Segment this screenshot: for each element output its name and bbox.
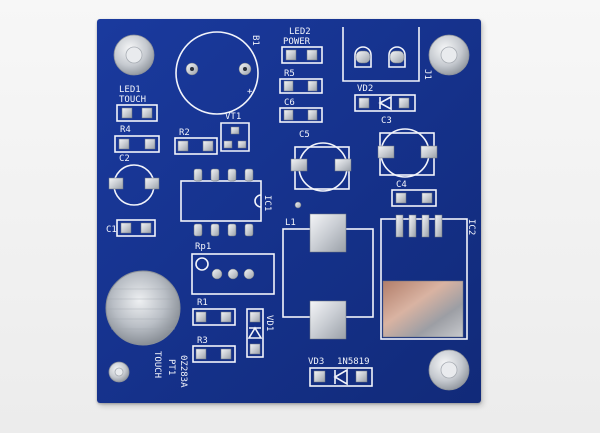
label-j1: J1 xyxy=(422,69,432,80)
mount-hole-bottom-right xyxy=(428,349,470,391)
r3: R3 xyxy=(192,336,236,363)
pcb-board: + B1 LED2 POWER R5 C6 J1 VD2 xyxy=(97,19,481,403)
label-r1: R1 xyxy=(197,298,208,308)
c5: C5 xyxy=(290,130,352,192)
label-vd3: VD3 xyxy=(308,357,324,367)
c4: C4 xyxy=(391,180,437,207)
r4: R4 xyxy=(114,125,160,153)
label-c3: C3 xyxy=(381,116,392,126)
c6: C6 xyxy=(279,98,323,123)
r2: R2 xyxy=(174,128,218,155)
rp1: Rp1 xyxy=(191,242,275,295)
plus-label: + xyxy=(247,87,253,97)
label-c4: C4 xyxy=(396,180,407,190)
r1: R1 xyxy=(192,298,236,326)
mount-hole-top-left xyxy=(113,34,155,76)
c2: C2 xyxy=(108,154,160,206)
label-r4: R4 xyxy=(120,125,131,135)
led1-touch: LED1 TOUCH xyxy=(116,85,158,122)
vd2: VD2 xyxy=(354,84,416,112)
label-pt1: PT1 xyxy=(166,359,176,375)
label-r3: R3 xyxy=(197,336,208,346)
label-c6: C6 xyxy=(284,98,295,108)
label-power: POWER xyxy=(283,37,311,47)
mount-hole-top-right xyxy=(428,34,470,76)
label-c1: C1 xyxy=(106,225,117,235)
c3: C3 xyxy=(377,116,438,178)
vd3: VD3 1N5819 xyxy=(308,357,373,387)
label-touch-bottom: TOUCH xyxy=(152,351,162,378)
vt1: VT1 xyxy=(220,112,250,152)
label-c2: C2 xyxy=(119,154,130,164)
label-ic2: IC2 xyxy=(466,219,476,235)
label-vt1: VT1 xyxy=(225,112,241,122)
mount-hole-bottom-left xyxy=(108,361,130,383)
c1: C1 xyxy=(106,219,156,237)
label-r5: R5 xyxy=(284,69,295,79)
inductor-l1: L1 xyxy=(282,201,374,340)
label-c5: C5 xyxy=(299,130,310,140)
label-vd2: VD2 xyxy=(357,84,373,94)
vd1: VD1 xyxy=(246,308,274,358)
led2-power: LED2 POWER xyxy=(281,27,323,64)
label-part-no: 0Z283A xyxy=(178,355,188,388)
label-ic1: IC1 xyxy=(262,195,272,211)
ic2: IC2 xyxy=(380,214,476,340)
r5: R5 xyxy=(279,69,323,94)
ic1: IC1 xyxy=(180,168,272,237)
label-l1: L1 xyxy=(285,218,296,228)
label-vd1: VD1 xyxy=(264,315,274,331)
connector-j1: J1 xyxy=(342,27,432,82)
label-rp1: Rp1 xyxy=(195,242,211,252)
pcb-artwork: + B1 LED2 POWER R5 C6 J1 VD2 xyxy=(105,27,476,391)
buzzer-b1: + B1 xyxy=(175,31,260,115)
label-touch-top: TOUCH xyxy=(119,95,146,105)
label-b1: B1 xyxy=(250,35,260,46)
label-r2: R2 xyxy=(179,128,190,138)
label-1n5819: 1N5819 xyxy=(337,357,370,367)
touch-pad-pt1: PT1 TOUCH 0Z283A xyxy=(105,270,188,388)
label-led2: LED2 xyxy=(289,27,311,37)
label-led1: LED1 xyxy=(119,85,141,95)
